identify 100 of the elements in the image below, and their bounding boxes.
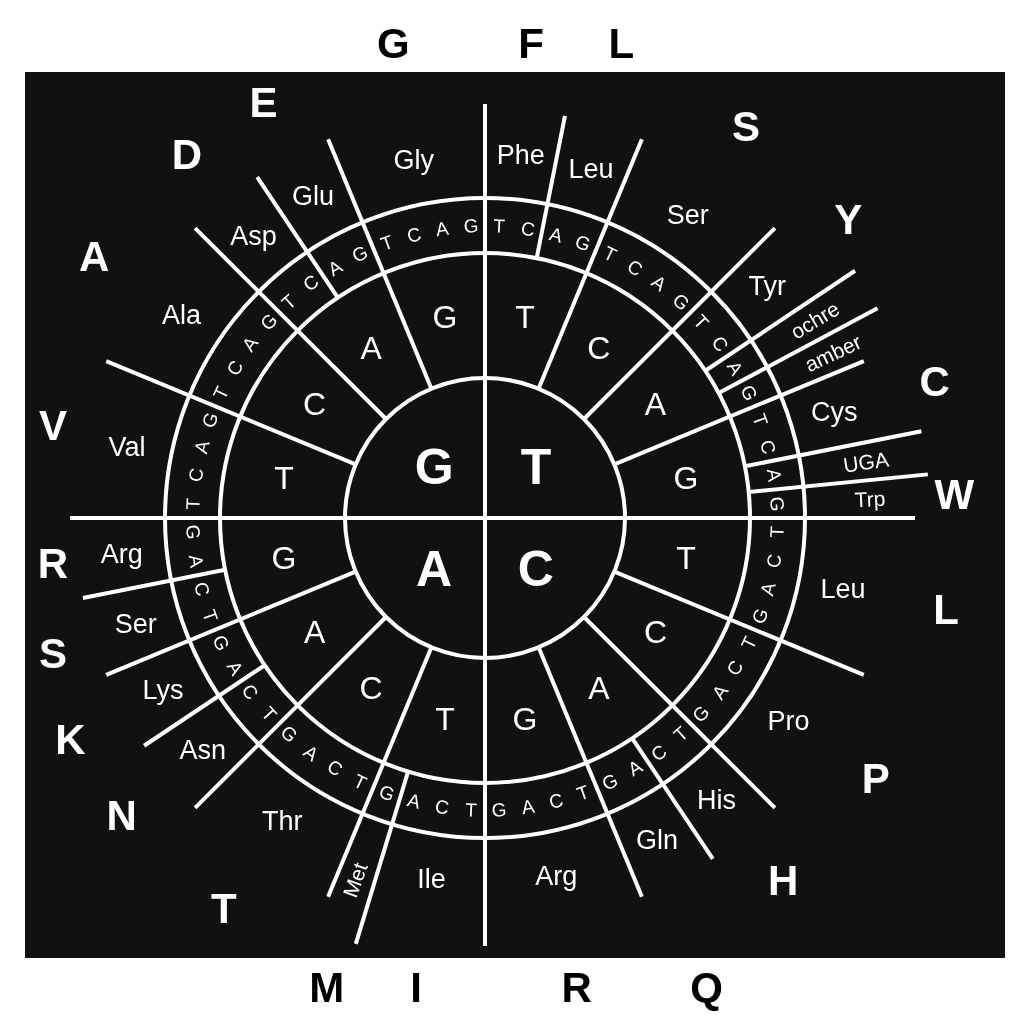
base-letter: A [547, 224, 565, 246]
amino-acid-label: Ile [417, 865, 446, 893]
base-letter: G [599, 770, 621, 794]
base-letter: T [257, 703, 280, 725]
amino-acid-label: Asn [179, 736, 227, 764]
amino-acid-label: Tyr [748, 272, 786, 300]
base-letter: A [223, 657, 246, 679]
one-letter-code: D [171, 133, 202, 176]
amino-acid-label: His [697, 786, 737, 814]
amino-acid-label: Gln [636, 826, 679, 854]
base-letter: C [222, 357, 247, 379]
one-letter-code: W [934, 473, 975, 516]
base-letter: T [749, 410, 771, 429]
base-letter: G [256, 310, 281, 334]
base-letter: G [271, 542, 297, 574]
base-letter: G [183, 524, 204, 541]
base-letter: G [737, 382, 761, 404]
amino-acid-label: Leu [568, 155, 614, 183]
base-letter: C [707, 332, 732, 356]
amino-acid-label: Glu [291, 182, 334, 210]
base-letter: A [300, 741, 322, 764]
base-letter: T [435, 703, 455, 736]
base-letter: C [587, 331, 611, 364]
base-letter: A [708, 681, 731, 703]
amino-acid-label: UGA [841, 447, 890, 476]
base-letter: C [303, 388, 327, 421]
one-letter-code: C [919, 360, 950, 403]
base-letter: C [238, 680, 263, 704]
base-letter: T [574, 782, 593, 804]
base-letter: G [573, 231, 594, 255]
base-letter: A [239, 333, 262, 355]
amino-acid-label: Lys [142, 676, 184, 704]
base-letter: A [191, 438, 213, 456]
base-letter: G [689, 702, 714, 726]
base-letter: G [669, 289, 693, 314]
base-letter: C [185, 466, 207, 484]
amino-acid-label: Ala [162, 301, 201, 329]
base-letter: A [303, 615, 326, 648]
amino-acid-label: Trp [853, 487, 886, 511]
base-letter: T [493, 216, 506, 237]
base-letter: T [766, 526, 787, 539]
one-letter-code: K [55, 718, 86, 761]
base-letter: A [644, 388, 667, 421]
one-letter-code: E [249, 82, 278, 125]
one-letter-code: T [211, 887, 237, 930]
one-letter-code: Q [690, 967, 723, 1009]
amino-acid-label: ochre [787, 297, 844, 343]
base-letter: C [763, 552, 785, 570]
base-letter: G [277, 722, 301, 747]
base-letter: T [690, 311, 713, 333]
amino-acid-label: Met [339, 860, 372, 901]
base-letter: C [519, 218, 537, 240]
base-letter: T [199, 607, 221, 626]
base-letter: C [643, 615, 667, 648]
base-letter: C [647, 740, 671, 765]
one-letter-code: V [39, 405, 67, 448]
base-letter: G [766, 495, 787, 512]
amino-acid-label: Ser [666, 201, 709, 228]
base-letter: G [376, 781, 397, 805]
base-letter: C [723, 657, 748, 679]
base-letter: A [588, 672, 610, 705]
base-letter: A [185, 553, 207, 569]
base-letter: T [274, 462, 294, 494]
one-letter-code: F [518, 23, 544, 65]
base-letter: G [462, 216, 479, 237]
amino-acid-label: Pro [767, 707, 810, 735]
base-letter: G [209, 632, 233, 654]
base-letter: T [183, 497, 204, 510]
base-letter: T [350, 770, 370, 793]
base-letter: A [434, 218, 450, 240]
amino-acid-label: Asp [230, 222, 277, 250]
one-letter-code: H [768, 860, 799, 903]
amino-acid-label: Phe [496, 141, 545, 169]
base-letter: T [670, 723, 692, 746]
base-letter: C [624, 255, 646, 280]
amino-acid-label: Gly [393, 146, 435, 174]
base-letter: A [624, 757, 646, 780]
base-letter: C [433, 796, 451, 818]
base-letter: G [491, 799, 508, 820]
base-letter: A [648, 272, 670, 295]
one-letter-code: S [732, 106, 761, 149]
base-letter: C [546, 790, 565, 813]
base-letter: C [299, 271, 323, 296]
amino-acid-label: Arg [100, 540, 143, 568]
base-letter: A [405, 790, 423, 812]
one-letter-code: S [39, 633, 67, 676]
amino-acid-label: Ser [114, 610, 157, 638]
base-letter: T [600, 242, 620, 266]
one-letter-code: R [37, 543, 69, 586]
one-letter-code: L [608, 23, 635, 65]
base-letter: C [757, 438, 780, 456]
one-letter-code: A [79, 235, 110, 278]
base-letter: T [676, 542, 696, 574]
base-letter: G [414, 442, 454, 493]
base-letter: A [324, 256, 346, 279]
base-letter: C [190, 579, 213, 598]
base-letter: G [673, 462, 699, 494]
base-letter: C [359, 672, 383, 705]
base-letter: A [520, 796, 536, 818]
base-letter: T [377, 232, 396, 254]
